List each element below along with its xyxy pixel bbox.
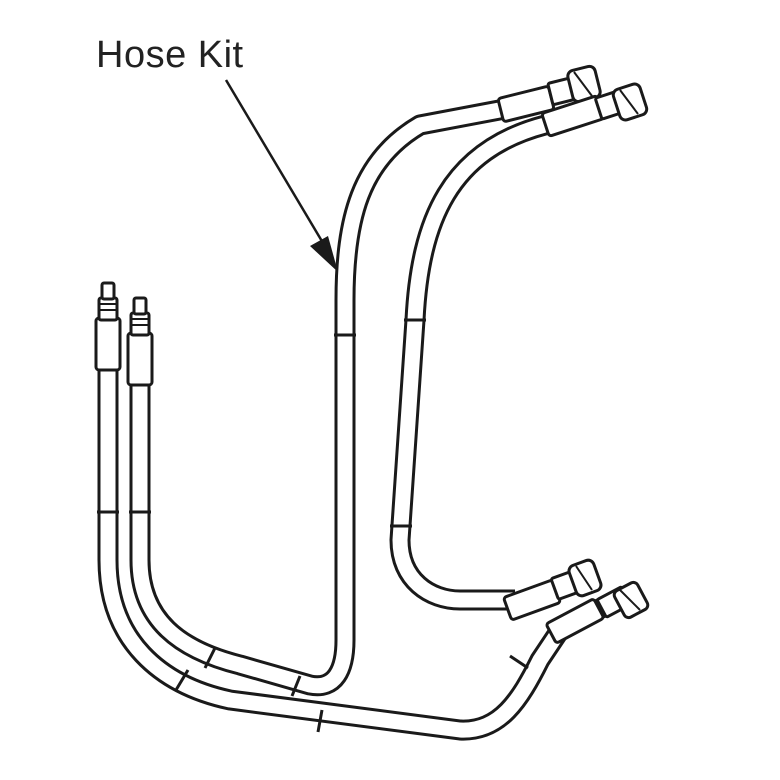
- leader-arrow: [224, 79, 338, 272]
- hose-3: [390, 82, 649, 621]
- hose-1: [94, 281, 650, 732]
- diagram-label: Hose Kit: [96, 34, 244, 76]
- hose-2: [126, 64, 602, 697]
